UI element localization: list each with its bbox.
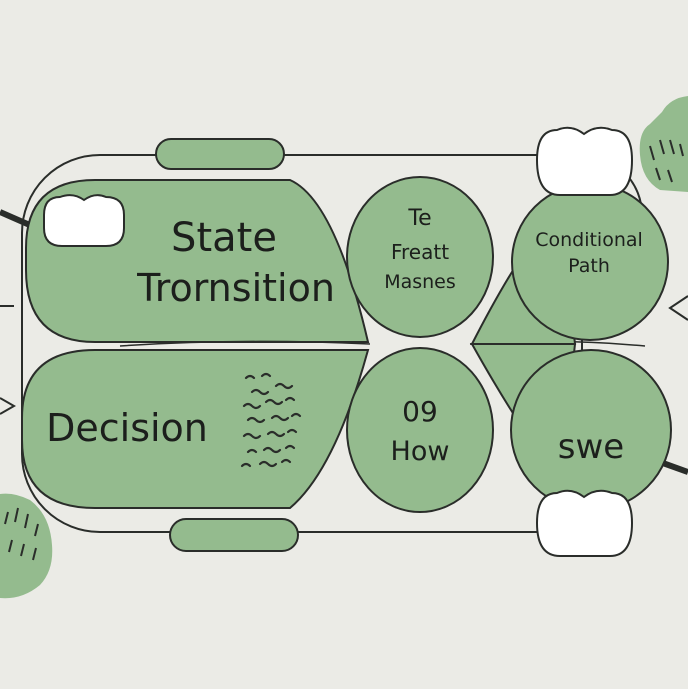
right-arrow-mid (668, 295, 688, 321)
center-top-line2: Freatt (391, 240, 449, 264)
decision-label: Decision (46, 406, 208, 450)
state-transition-line1: State (171, 215, 277, 261)
center-bottom-line1: 09 (402, 395, 438, 428)
decision-node[interactable] (21, 349, 370, 509)
center-top-line3: Masnes (384, 271, 456, 293)
pinch-line-left (119, 340, 371, 347)
left-arrow-mid (0, 397, 17, 415)
connector-tab-bottom (169, 518, 299, 552)
center-top-node[interactable] (346, 176, 494, 338)
center-bottom-node[interactable] (346, 347, 494, 513)
left-arrow-top (0, 209, 34, 229)
state-transition-line2: Trornsition (136, 266, 335, 310)
white-blob-left (43, 194, 125, 247)
bush-top-right (639, 96, 688, 192)
center-top-line1: Te (407, 206, 431, 231)
swe-label: swe (558, 427, 624, 467)
bush-bottom-left (0, 493, 53, 599)
white-blob-bottom-right (535, 489, 634, 557)
squiggle-texture (240, 372, 302, 468)
connector-tab-top (155, 138, 285, 170)
center-bottom-line2: How (391, 436, 450, 467)
white-blob-top-right (535, 126, 634, 196)
conditional-path-line1: Conditional (535, 229, 643, 251)
conditional-path-line2: Path (568, 255, 610, 277)
